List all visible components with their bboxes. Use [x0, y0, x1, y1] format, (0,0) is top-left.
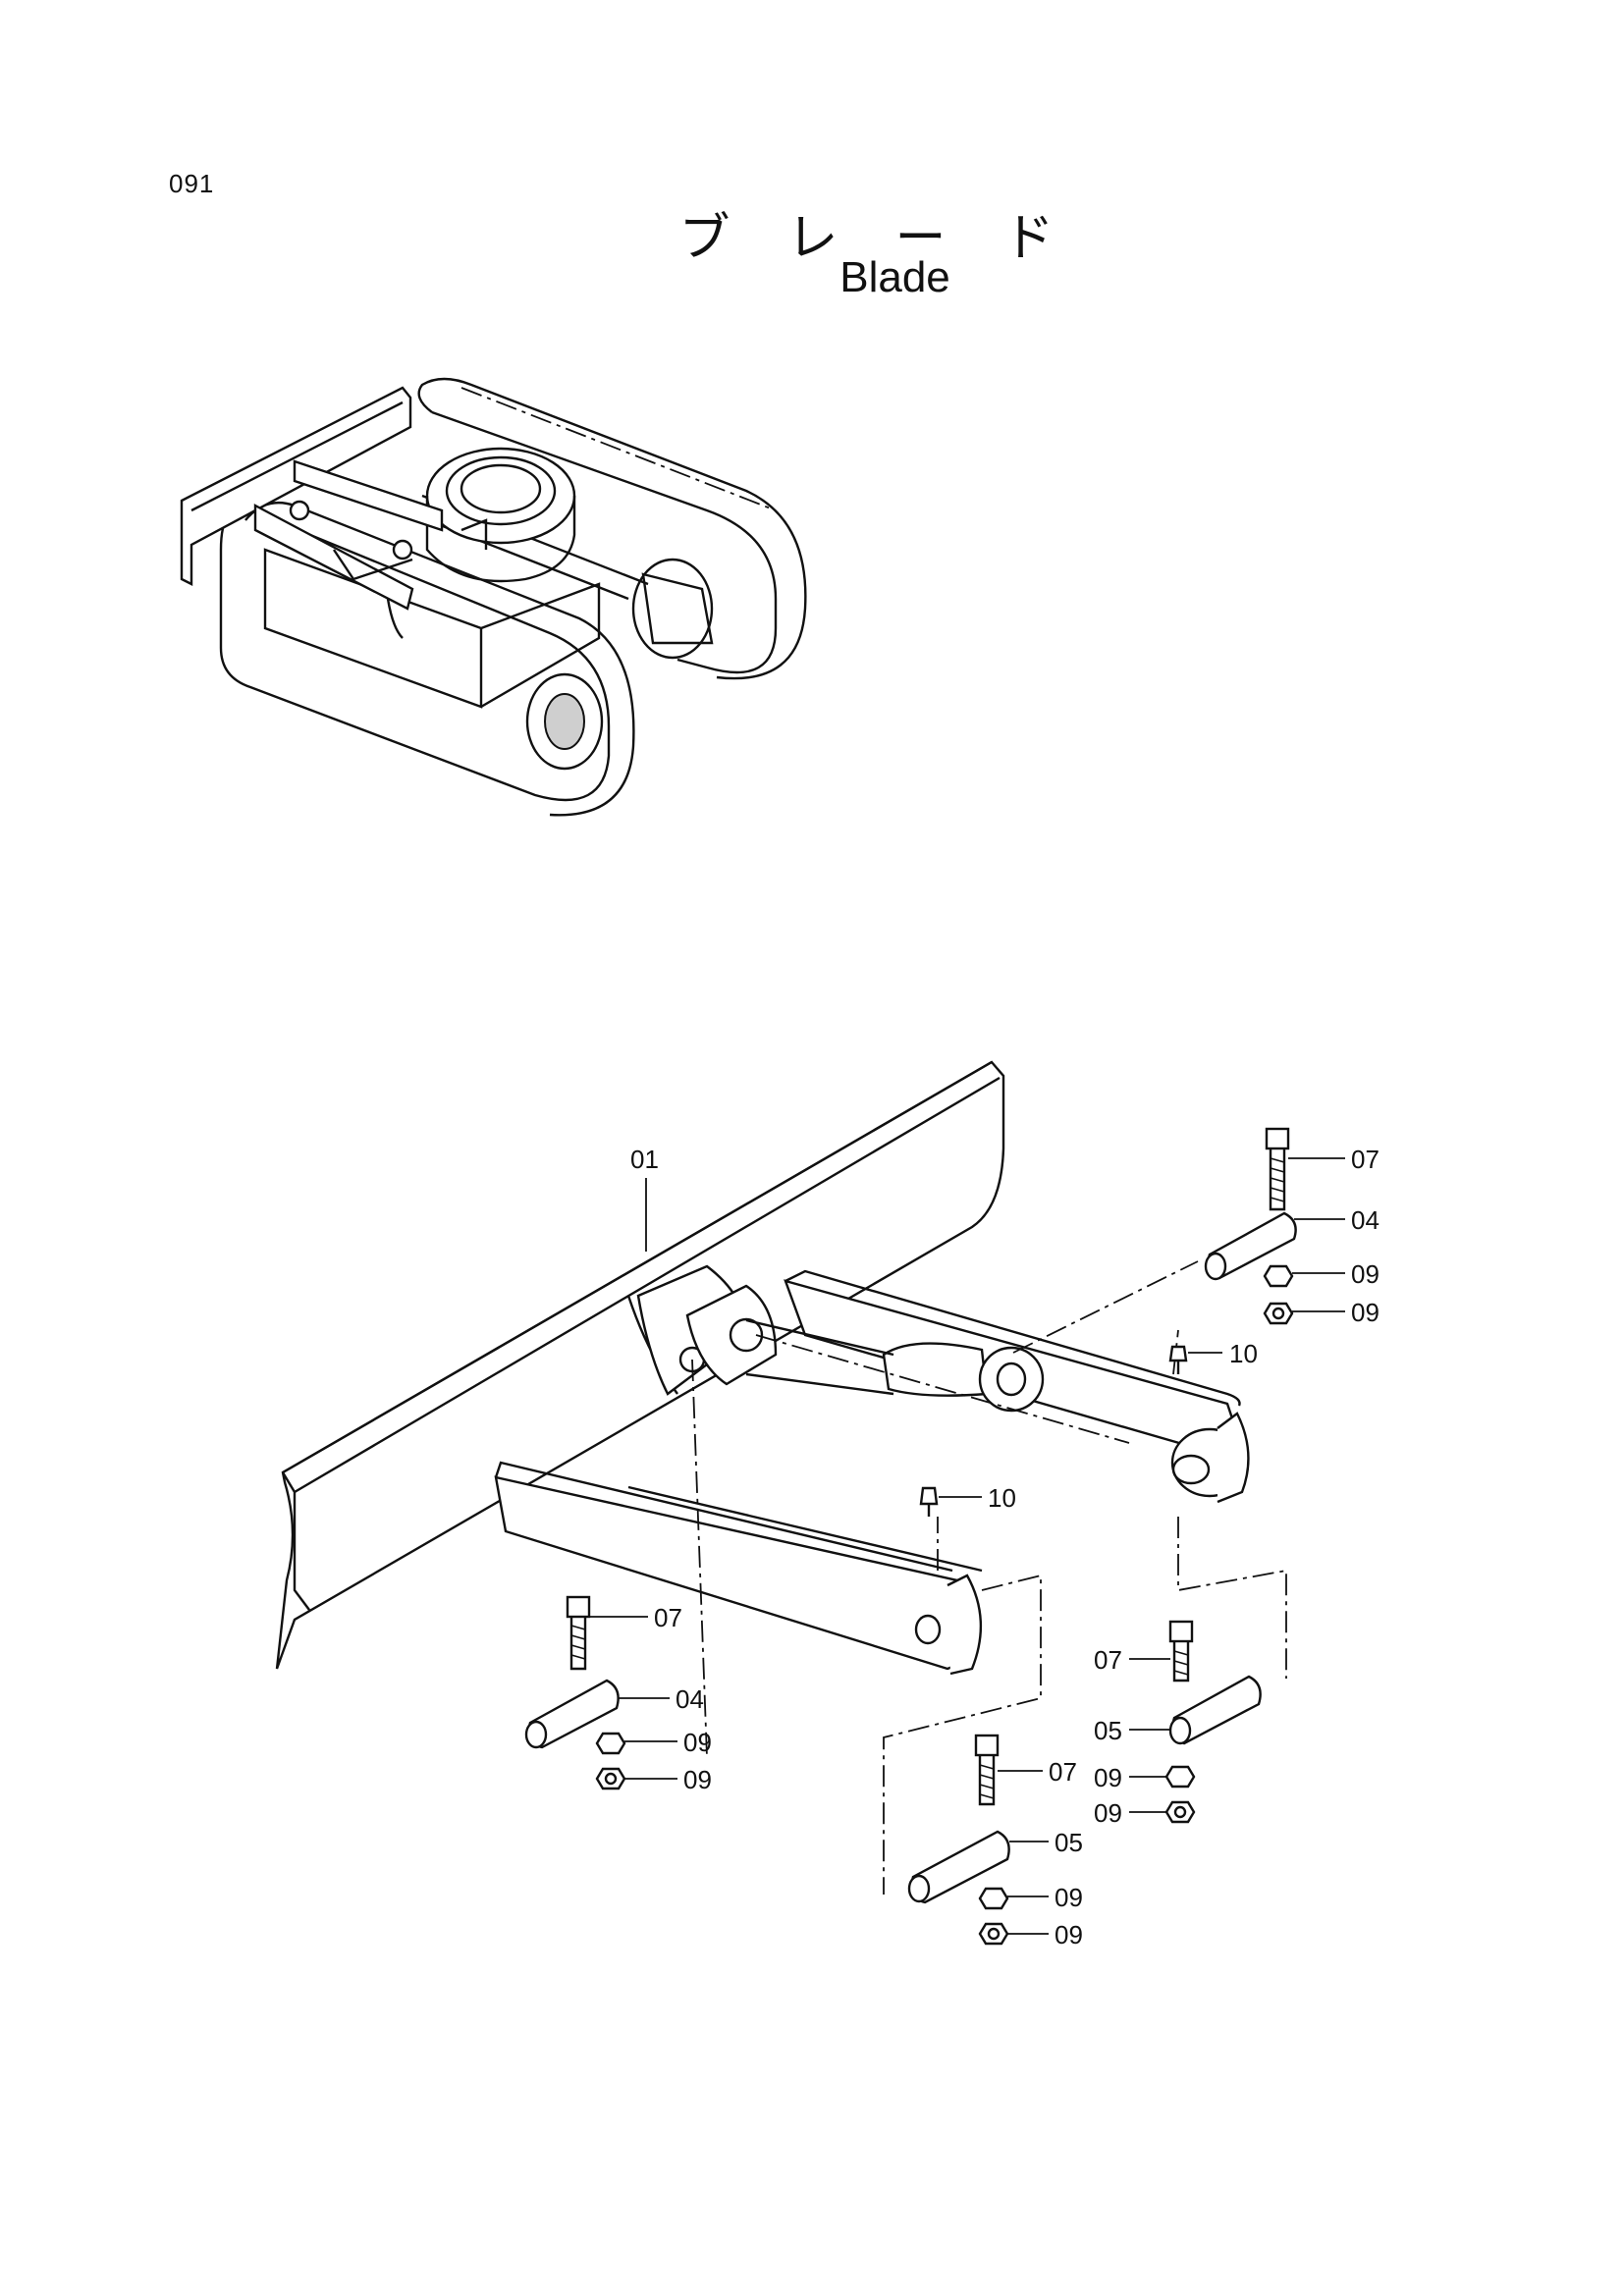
callout-pin: 05	[1094, 1716, 1122, 1745]
callout-nut: 09	[1094, 1763, 1122, 1792]
callout-nut: 09	[683, 1765, 712, 1794]
callout-blade: 01	[630, 1145, 659, 1174]
callout-nut: 09	[1094, 1798, 1122, 1828]
hardware-group-bottom-right	[1164, 1620, 1262, 1824]
page-title-japanese: ブレード	[678, 209, 1111, 268]
callout-grease-fitting: 10	[1229, 1339, 1258, 1368]
callout-pin: 04	[676, 1684, 704, 1714]
callout-nut: 09	[1351, 1259, 1380, 1289]
callout-bolt: 07	[1094, 1645, 1122, 1675]
hardware-group-right-top	[1168, 1127, 1297, 1374]
callout-bolt: 07	[1049, 1757, 1077, 1787]
hardware-group-bottom-center	[907, 1734, 1010, 1946]
callout-pin: 05	[1055, 1828, 1083, 1857]
callout-bolt: 07	[654, 1603, 682, 1632]
undercarriage-overview	[180, 377, 807, 817]
callout-bolt: 07	[1351, 1145, 1380, 1174]
callout-nut: 09	[1055, 1920, 1083, 1949]
callout-pin: 04	[1351, 1205, 1380, 1235]
page-number: 091	[169, 169, 215, 198]
hardware-group-left	[524, 1595, 626, 1790]
callout-nut: 09	[1055, 1883, 1083, 1912]
callout-grease-fitting: 10	[988, 1483, 1016, 1513]
page-title: Blade	[839, 253, 950, 301]
callout-nut: 09	[683, 1728, 712, 1757]
blade-exploded-view	[275, 1060, 1345, 1946]
callout-nut: 09	[1351, 1298, 1380, 1327]
